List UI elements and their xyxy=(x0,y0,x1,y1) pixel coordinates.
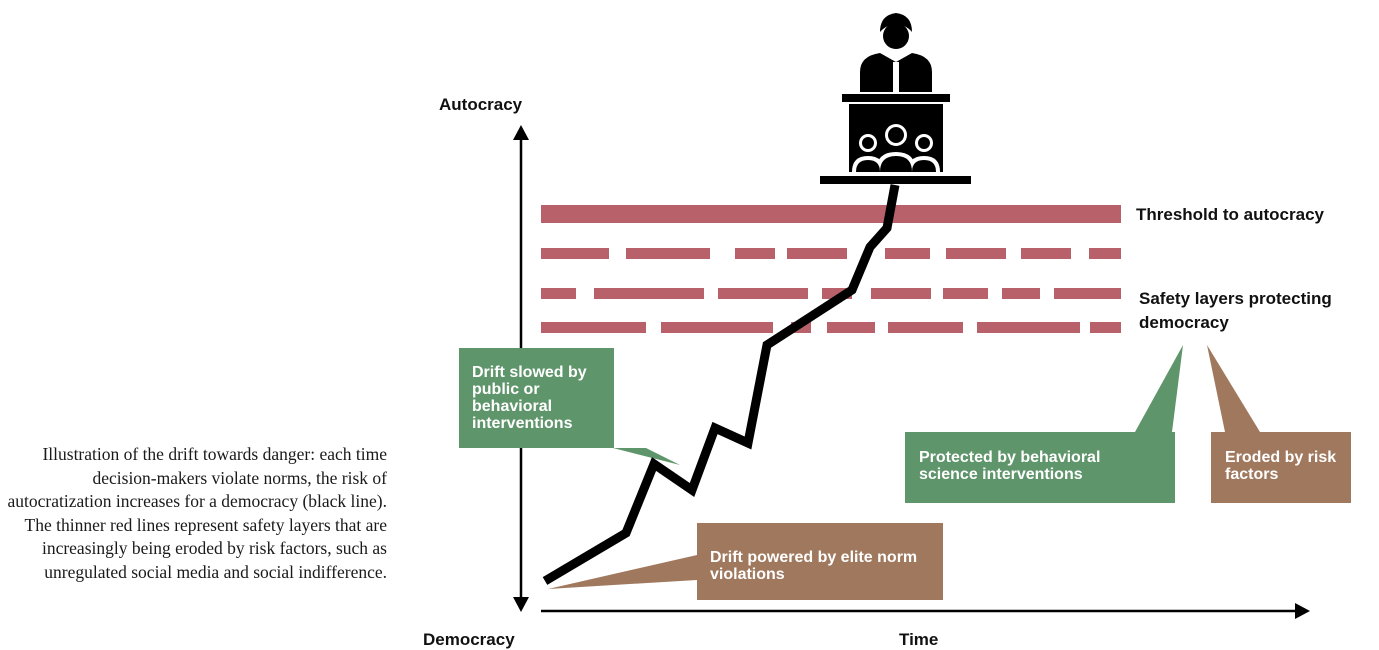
drift-line xyxy=(542,184,900,585)
x-axis-label: Time xyxy=(899,630,939,649)
y-axis-down-arrow xyxy=(513,597,529,612)
threshold-label: Threshold to autocracy xyxy=(1136,205,1324,224)
safety-layer-3 xyxy=(541,322,1121,333)
y-axis-bottom-label: Democracy xyxy=(423,630,515,649)
threshold-bar xyxy=(541,205,1121,223)
drift-slowed-text: Drift slowed by public or behavioral int… xyxy=(472,364,587,432)
x-axis xyxy=(541,603,1310,619)
drift-slowed-box xyxy=(459,348,614,448)
podium-speaker-audience-icon xyxy=(820,13,971,184)
eroded-pointer xyxy=(1207,345,1260,432)
drift-powered-box xyxy=(697,523,943,600)
drift-powered-pointer xyxy=(548,555,697,589)
eroded-text: Eroded by risk factors xyxy=(1225,449,1337,483)
protected-pointer xyxy=(1135,345,1183,432)
safety-layers-label: Safety layers protecting democracy xyxy=(1139,289,1332,332)
x-axis-arrow xyxy=(1295,603,1310,619)
safety-layers xyxy=(541,248,1121,333)
y-axis-up-arrow xyxy=(513,125,529,140)
protected-box xyxy=(905,432,1175,503)
drift-slowed-pointer xyxy=(613,448,680,465)
safety-layer-2 xyxy=(541,288,1121,299)
eroded-box xyxy=(1211,432,1351,503)
caption: Illustration of the drift towards danger… xyxy=(7,444,387,582)
y-axis-top-label: Autocracy xyxy=(439,95,523,114)
drift-powered-text: Drift powered by elite norm violations xyxy=(710,549,918,583)
protected-text: Protected by behavioral science interven… xyxy=(919,449,1101,483)
safety-layer-1 xyxy=(541,248,1121,259)
